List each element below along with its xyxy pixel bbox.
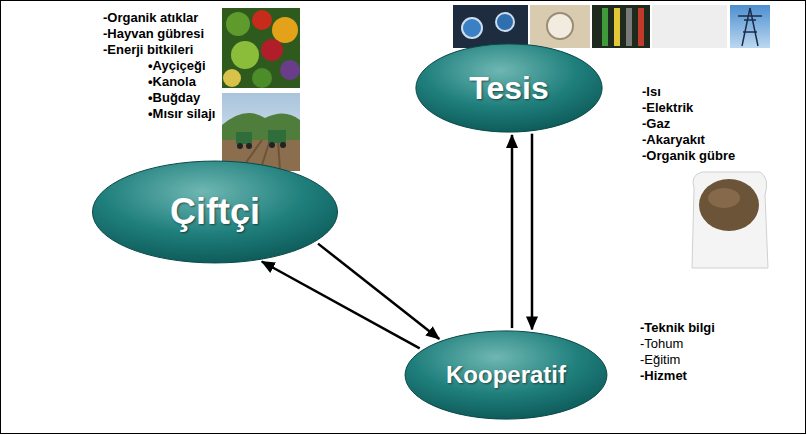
list-item: •Buğday bbox=[148, 90, 200, 106]
list-item: -Enerji bitkileri bbox=[103, 42, 193, 58]
list-item: -Organik atıklar bbox=[103, 10, 198, 26]
list-item: -Eğitim bbox=[640, 352, 680, 368]
flow-arrow bbox=[511, 135, 514, 328]
flow-arrow bbox=[531, 134, 534, 330]
list-item: -Teknik bilgi bbox=[640, 320, 715, 336]
list-item: -Isı bbox=[642, 84, 661, 100]
list-item: -Organik gübre bbox=[642, 148, 735, 164]
field-photo bbox=[222, 93, 300, 171]
node-title: Kooperatif bbox=[446, 361, 566, 389]
list-item: -Akaryakıt bbox=[642, 132, 705, 148]
node-title: Çiftçi bbox=[170, 191, 260, 233]
ellipse-node: Kooperatif bbox=[403, 330, 609, 420]
energy-photos bbox=[453, 5, 770, 48]
list-item: -Hayvan gübresi bbox=[103, 26, 204, 42]
list-item: -Gaz bbox=[642, 116, 670, 132]
list-item: •Mısır silajı bbox=[148, 106, 215, 122]
fertilizer-photo bbox=[692, 172, 768, 268]
vegetables-photo bbox=[222, 8, 300, 88]
node-title: Tesis bbox=[469, 70, 548, 107]
list-item: -Hizmet bbox=[640, 368, 687, 384]
ellipse-node: Çiftçi bbox=[90, 160, 340, 264]
flow-arrow bbox=[262, 261, 420, 348]
list-item: -Elektrik bbox=[642, 100, 693, 116]
ellipse-node: Tesis bbox=[414, 43, 604, 133]
list-item: •Ayçiçeği bbox=[148, 58, 206, 74]
list-item: •Kanola bbox=[148, 74, 196, 90]
list-item: -Tohum bbox=[640, 336, 683, 352]
